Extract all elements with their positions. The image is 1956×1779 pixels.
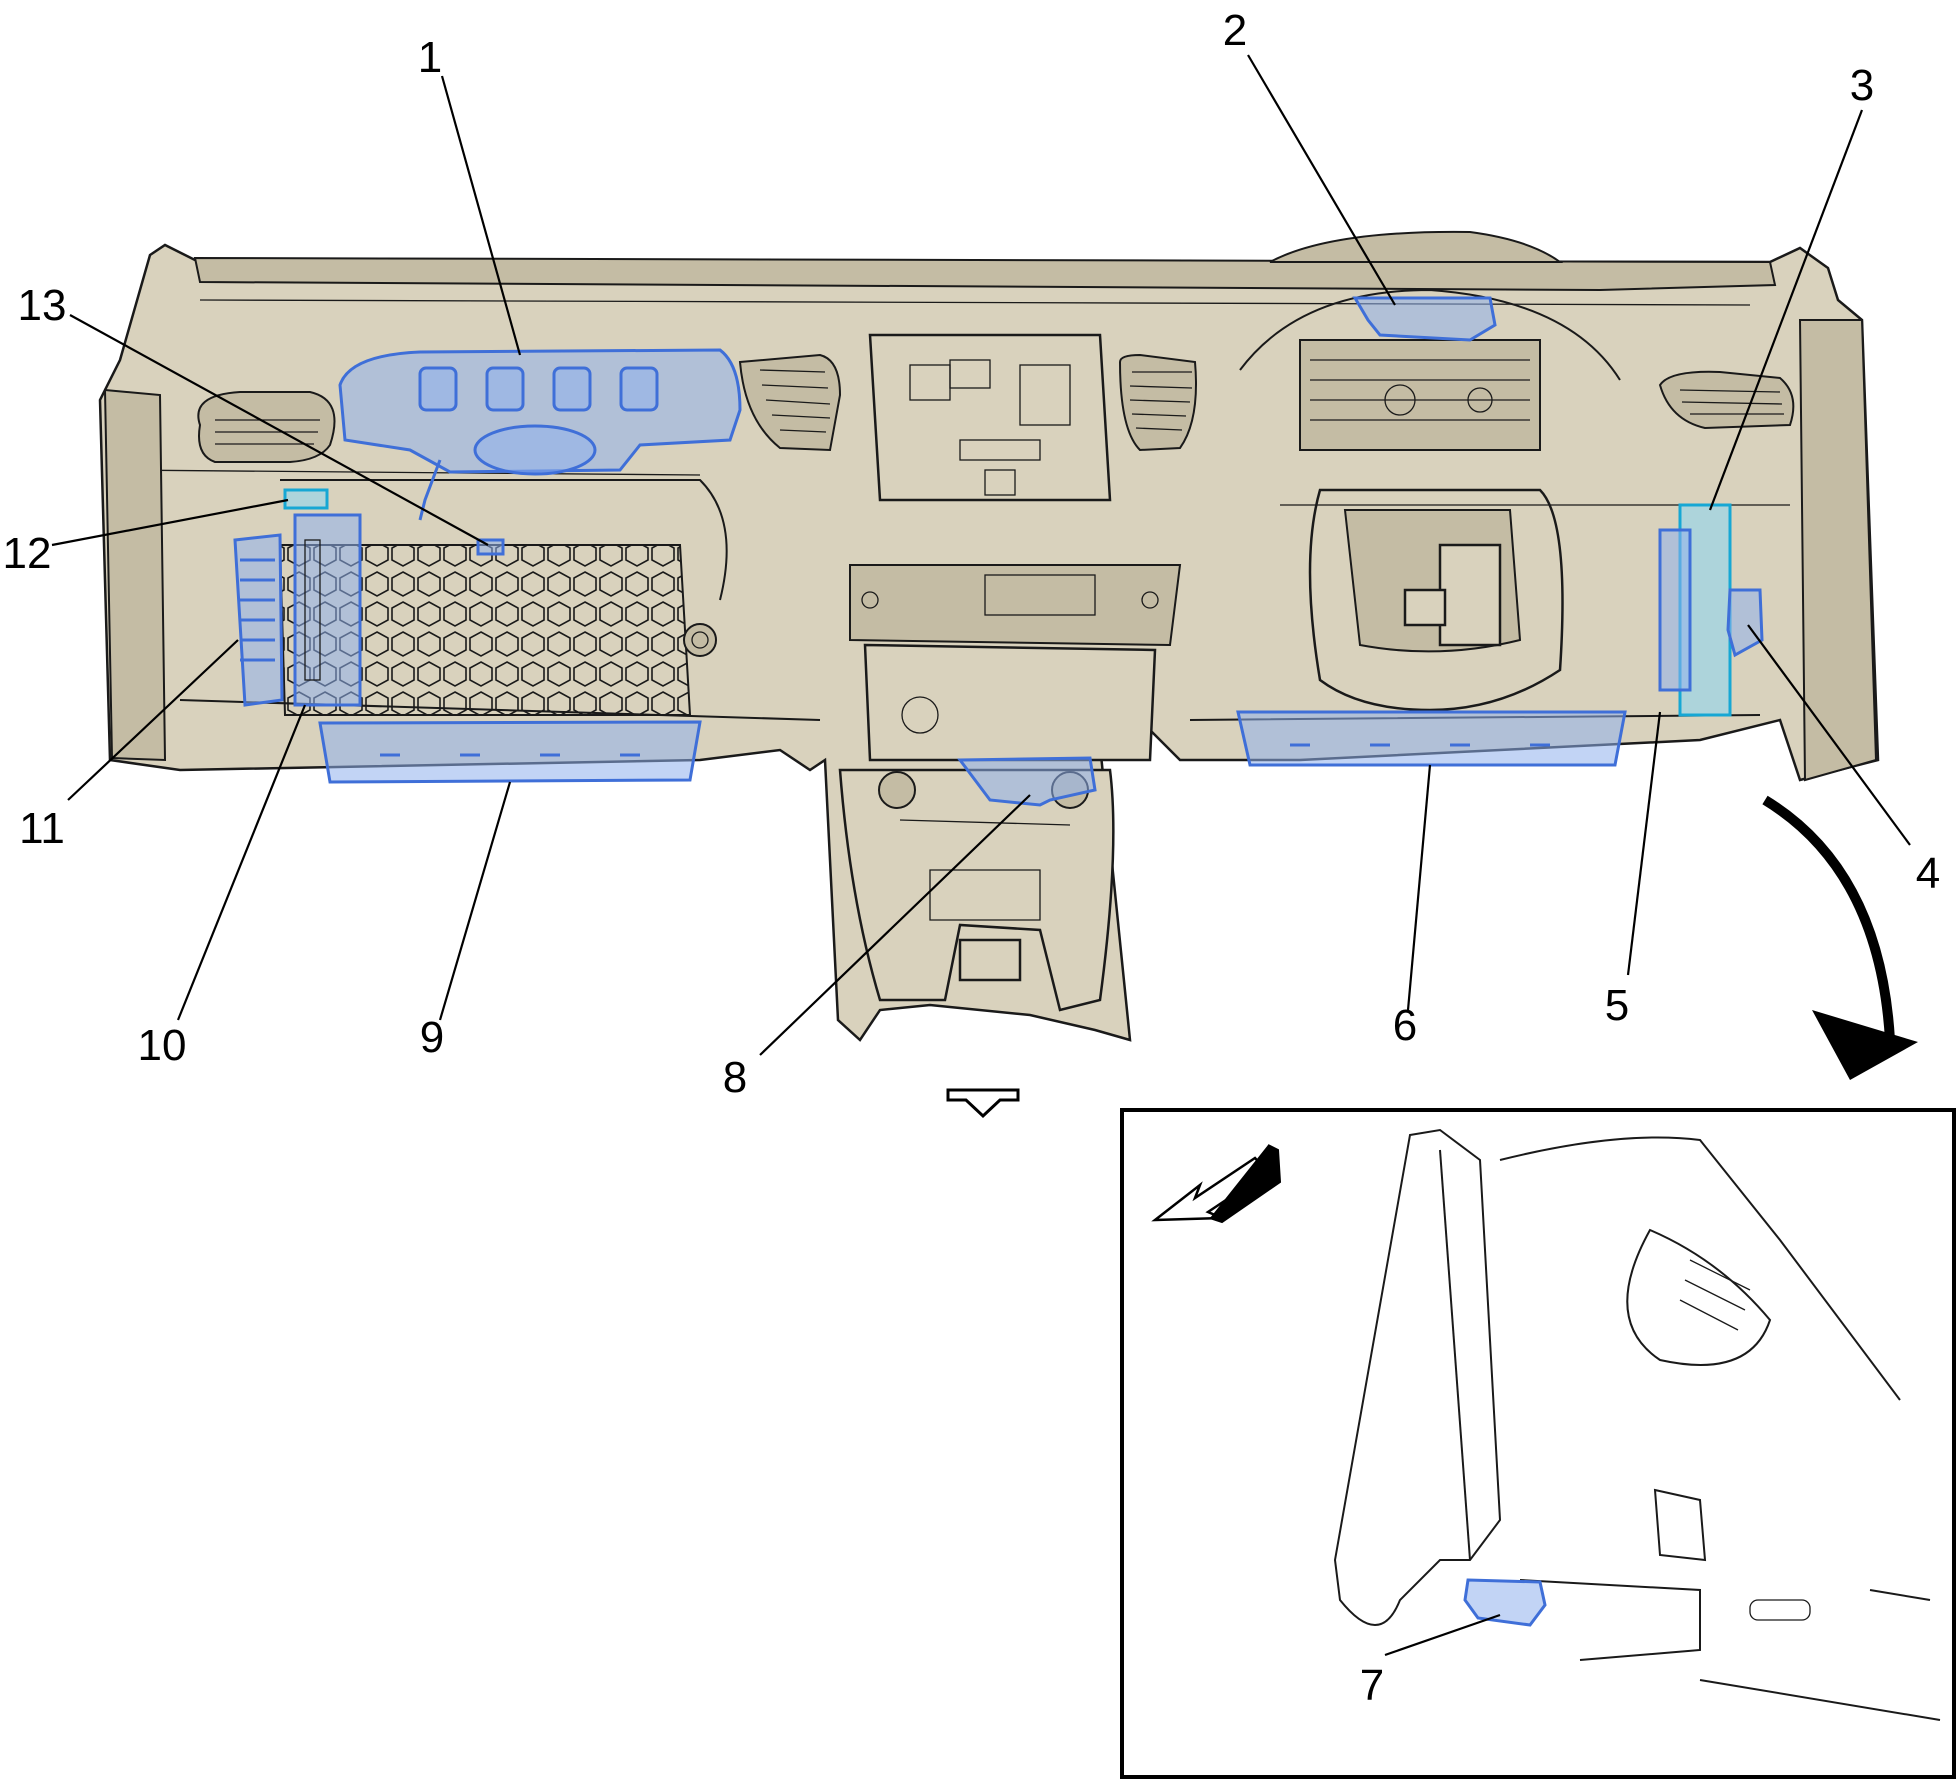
steering-column-opening [1308,488,1564,712]
center-left-vent [738,353,842,452]
component-10 [293,513,362,707]
callout-2: 2 [1223,6,1247,55]
left-end-cap [103,388,167,762]
cluster-area [1239,288,1621,451]
callout-11: 11 [19,804,65,853]
callout-5: 5 [1605,981,1629,1030]
center-right-vent [1118,353,1197,452]
left-vent [197,391,336,463]
component-8 [957,756,1097,807]
component-7 [1463,1578,1547,1627]
inset-frame [1120,1108,1956,1779]
callout-9: 9 [420,1013,444,1062]
callout-12: 12 [3,529,52,578]
right-end-cap [1798,319,1878,782]
inset-pillar [1333,1128,1502,1626]
callout-4: 4 [1916,849,1940,898]
cluster-hood [1269,230,1564,263]
callout-labels: 1 2 3 4 5 6 7 8 9 10 11 12 13 [3,6,1941,1710]
view-direction-arrow-icon [946,1088,1020,1119]
component-11 [233,533,284,707]
instrument-panel-assembly [98,230,1880,1042]
component-6 [1236,710,1627,767]
component-1-hvac-module [338,348,742,521]
callout-7: 7 [1360,1661,1384,1710]
leader-lines [51,54,1911,1657]
forward-arrow-icon [1151,1144,1282,1224]
center-display-bracket [868,333,1112,502]
component-4 [1726,588,1764,658]
component-3 [1658,503,1732,717]
component-9 [318,720,702,784]
glovebox-grille [278,479,728,716]
callout-1: 1 [418,33,442,82]
center-stack [838,564,1182,1012]
curved-arrow-icon [1762,795,1918,1080]
callout-13: 13 [18,281,67,330]
callout-10: 10 [138,1021,187,1070]
component-2 [1352,296,1497,342]
callout-8: 8 [723,1053,747,1102]
inset-view [1120,1108,1956,1779]
right-vent [1658,370,1795,430]
component-12 [283,488,329,510]
callout-6: 6 [1393,1001,1417,1050]
callout-3: 3 [1850,61,1874,110]
